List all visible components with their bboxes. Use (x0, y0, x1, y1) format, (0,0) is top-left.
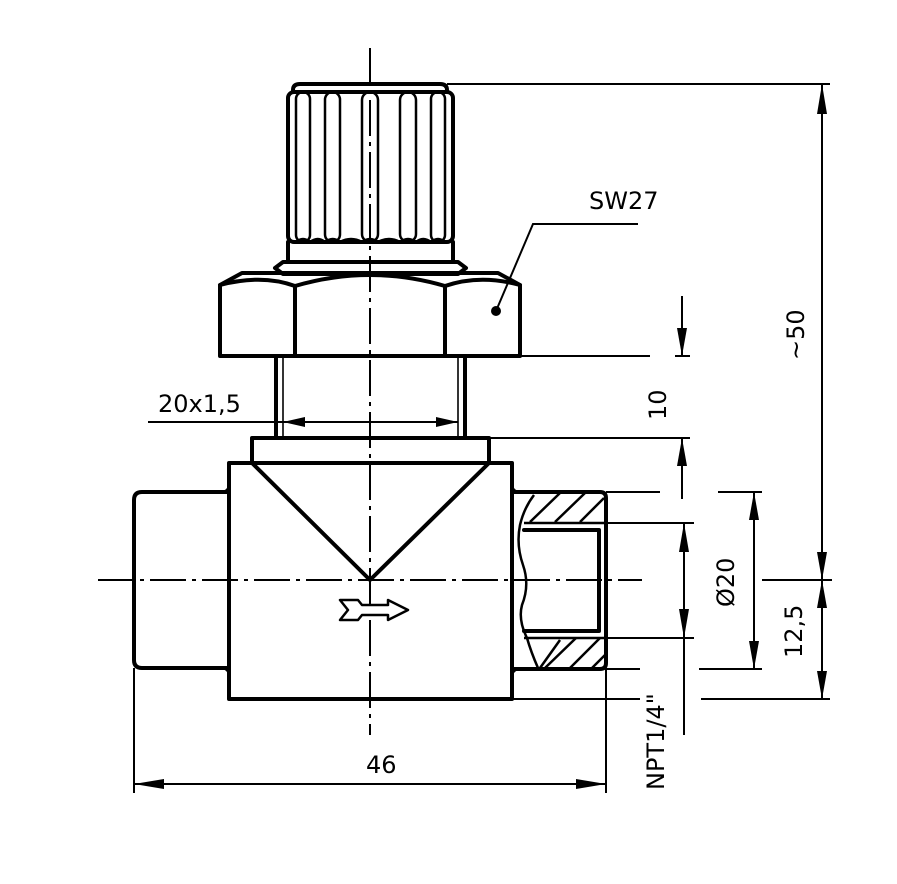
dim-12-5-label: 12,5 (780, 605, 808, 658)
width-46-label: 46 (366, 751, 397, 779)
wrench-size-label: SW27 (589, 187, 659, 215)
leader-wrench-size: SW27 (491, 187, 659, 316)
dimension-thread: 20x1,5 (148, 390, 458, 427)
dimension-12-5: 12,5 (512, 605, 830, 700)
dimension-10: 10 (489, 296, 690, 499)
dimension-d20: Ø20 (606, 491, 762, 670)
dimension-npt: NPT1/4" (606, 522, 694, 790)
dim-10-label: 10 (644, 389, 672, 420)
pipe-thread-label: NPT1/4" (642, 693, 670, 790)
valve-body (132, 436, 608, 701)
dim-50-label: ~50 (782, 309, 810, 360)
threaded-stem (274, 354, 467, 440)
flow-arrow-icon (338, 598, 410, 622)
dim-d20-label: Ø20 (712, 558, 740, 607)
dimension-46: 46 (133, 668, 607, 793)
dimension-50: ~50 (447, 83, 830, 699)
knurled-knob (273, 82, 468, 276)
thread-label: 20x1,5 (158, 390, 241, 418)
